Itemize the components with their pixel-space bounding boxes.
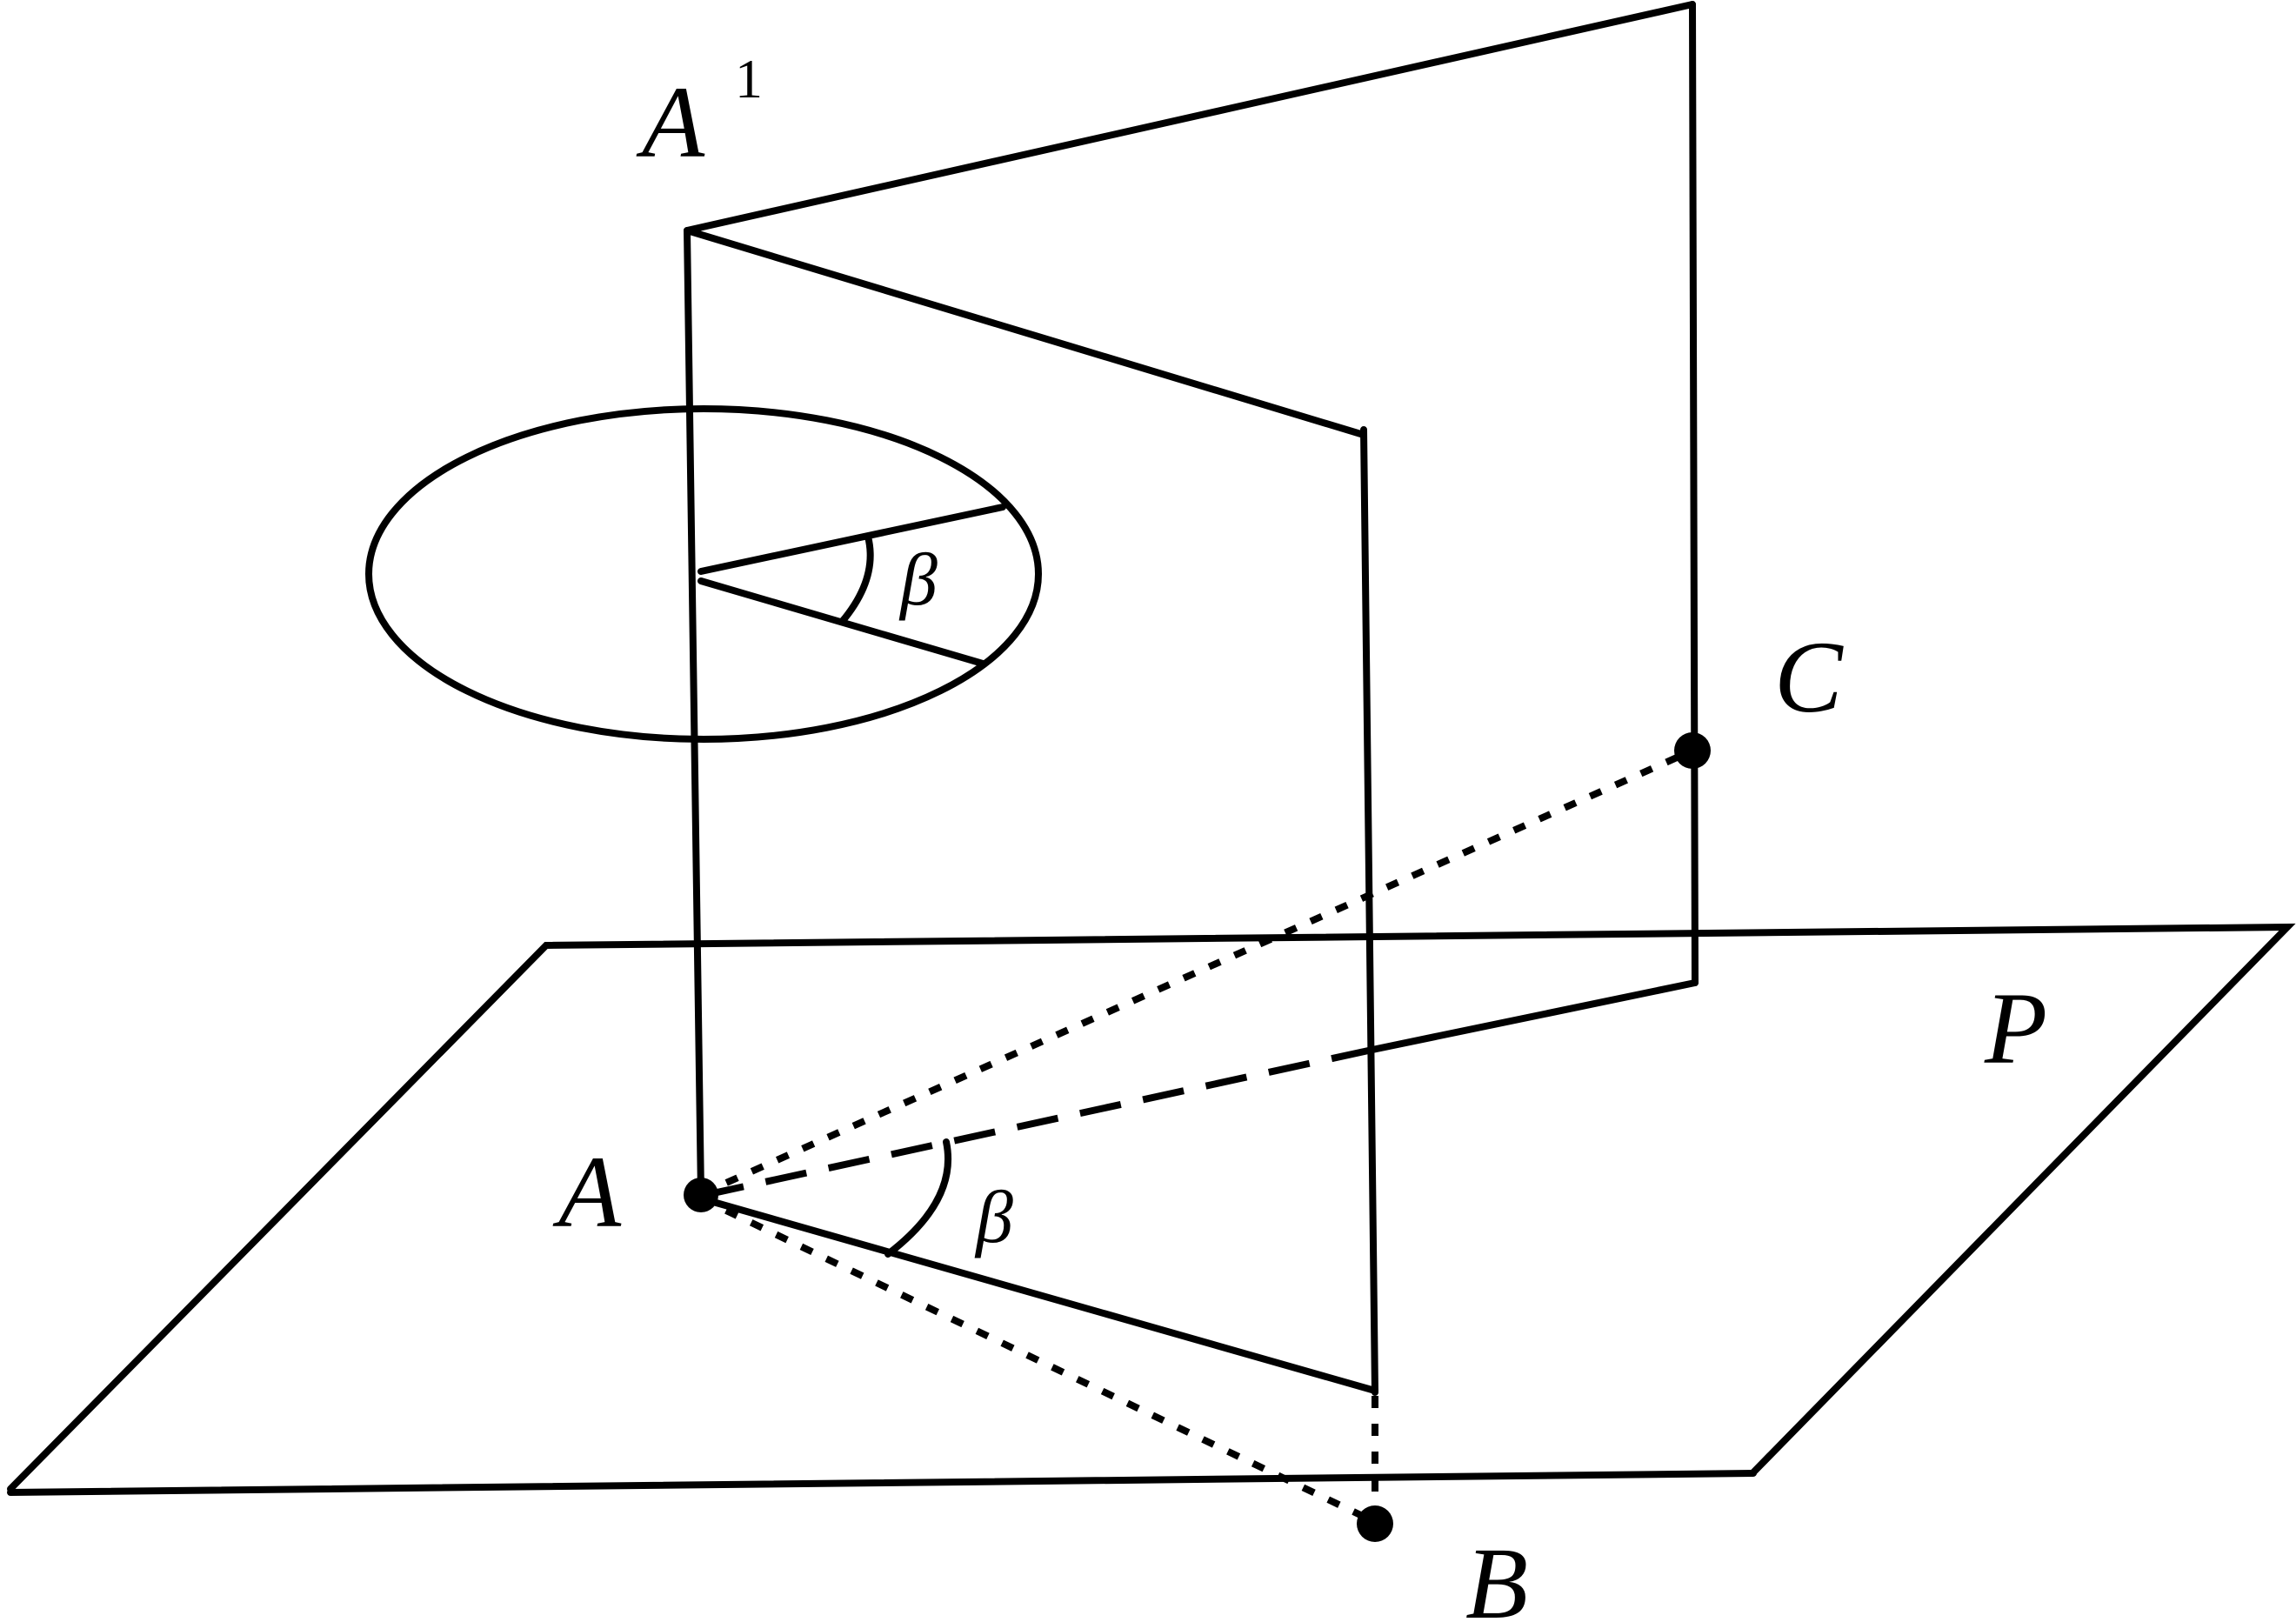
front-plane-bottom-edge bbox=[697, 1195, 1378, 1394]
point-a bbox=[684, 1178, 718, 1212]
back-plane-bottom-edge-visible bbox=[1369, 979, 1699, 1053]
label-c: C bbox=[1774, 620, 1844, 734]
plane-angle-arc bbox=[884, 1138, 952, 1258]
front-plane-right-edge bbox=[1360, 426, 1378, 1396]
angle-ellipse bbox=[365, 405, 1042, 743]
back-plane-top-edge bbox=[684, 1, 1696, 234]
plane-p-front-edge bbox=[7, 1470, 1757, 1496]
plane-p-back-left-edges bbox=[7, 923, 2296, 1492]
point-c bbox=[1674, 732, 1711, 769]
ellipse-ray-upper bbox=[697, 504, 1006, 575]
segment-a-b bbox=[699, 1195, 1377, 1525]
edge-a1-a bbox=[684, 227, 704, 1198]
point-b bbox=[1357, 1505, 1393, 1542]
label-b: B bbox=[1465, 1526, 1528, 1622]
segment-a-c bbox=[699, 747, 1694, 1198]
ellipse-angle-arc bbox=[838, 533, 874, 625]
front-plane-top-edge bbox=[684, 227, 1367, 438]
label-beta-ellipse: β bbox=[898, 537, 938, 621]
back-plane-right-edge bbox=[1689, 1, 1699, 986]
label-plane-p: P bbox=[1984, 971, 2047, 1085]
label-a1: A bbox=[636, 65, 705, 179]
back-plane-bottom-edge-hidden bbox=[700, 1046, 1373, 1199]
label-a: A bbox=[552, 1135, 622, 1249]
label-beta-plane: β bbox=[974, 1175, 1013, 1258]
label-a1-superscript: 1 bbox=[735, 48, 763, 110]
